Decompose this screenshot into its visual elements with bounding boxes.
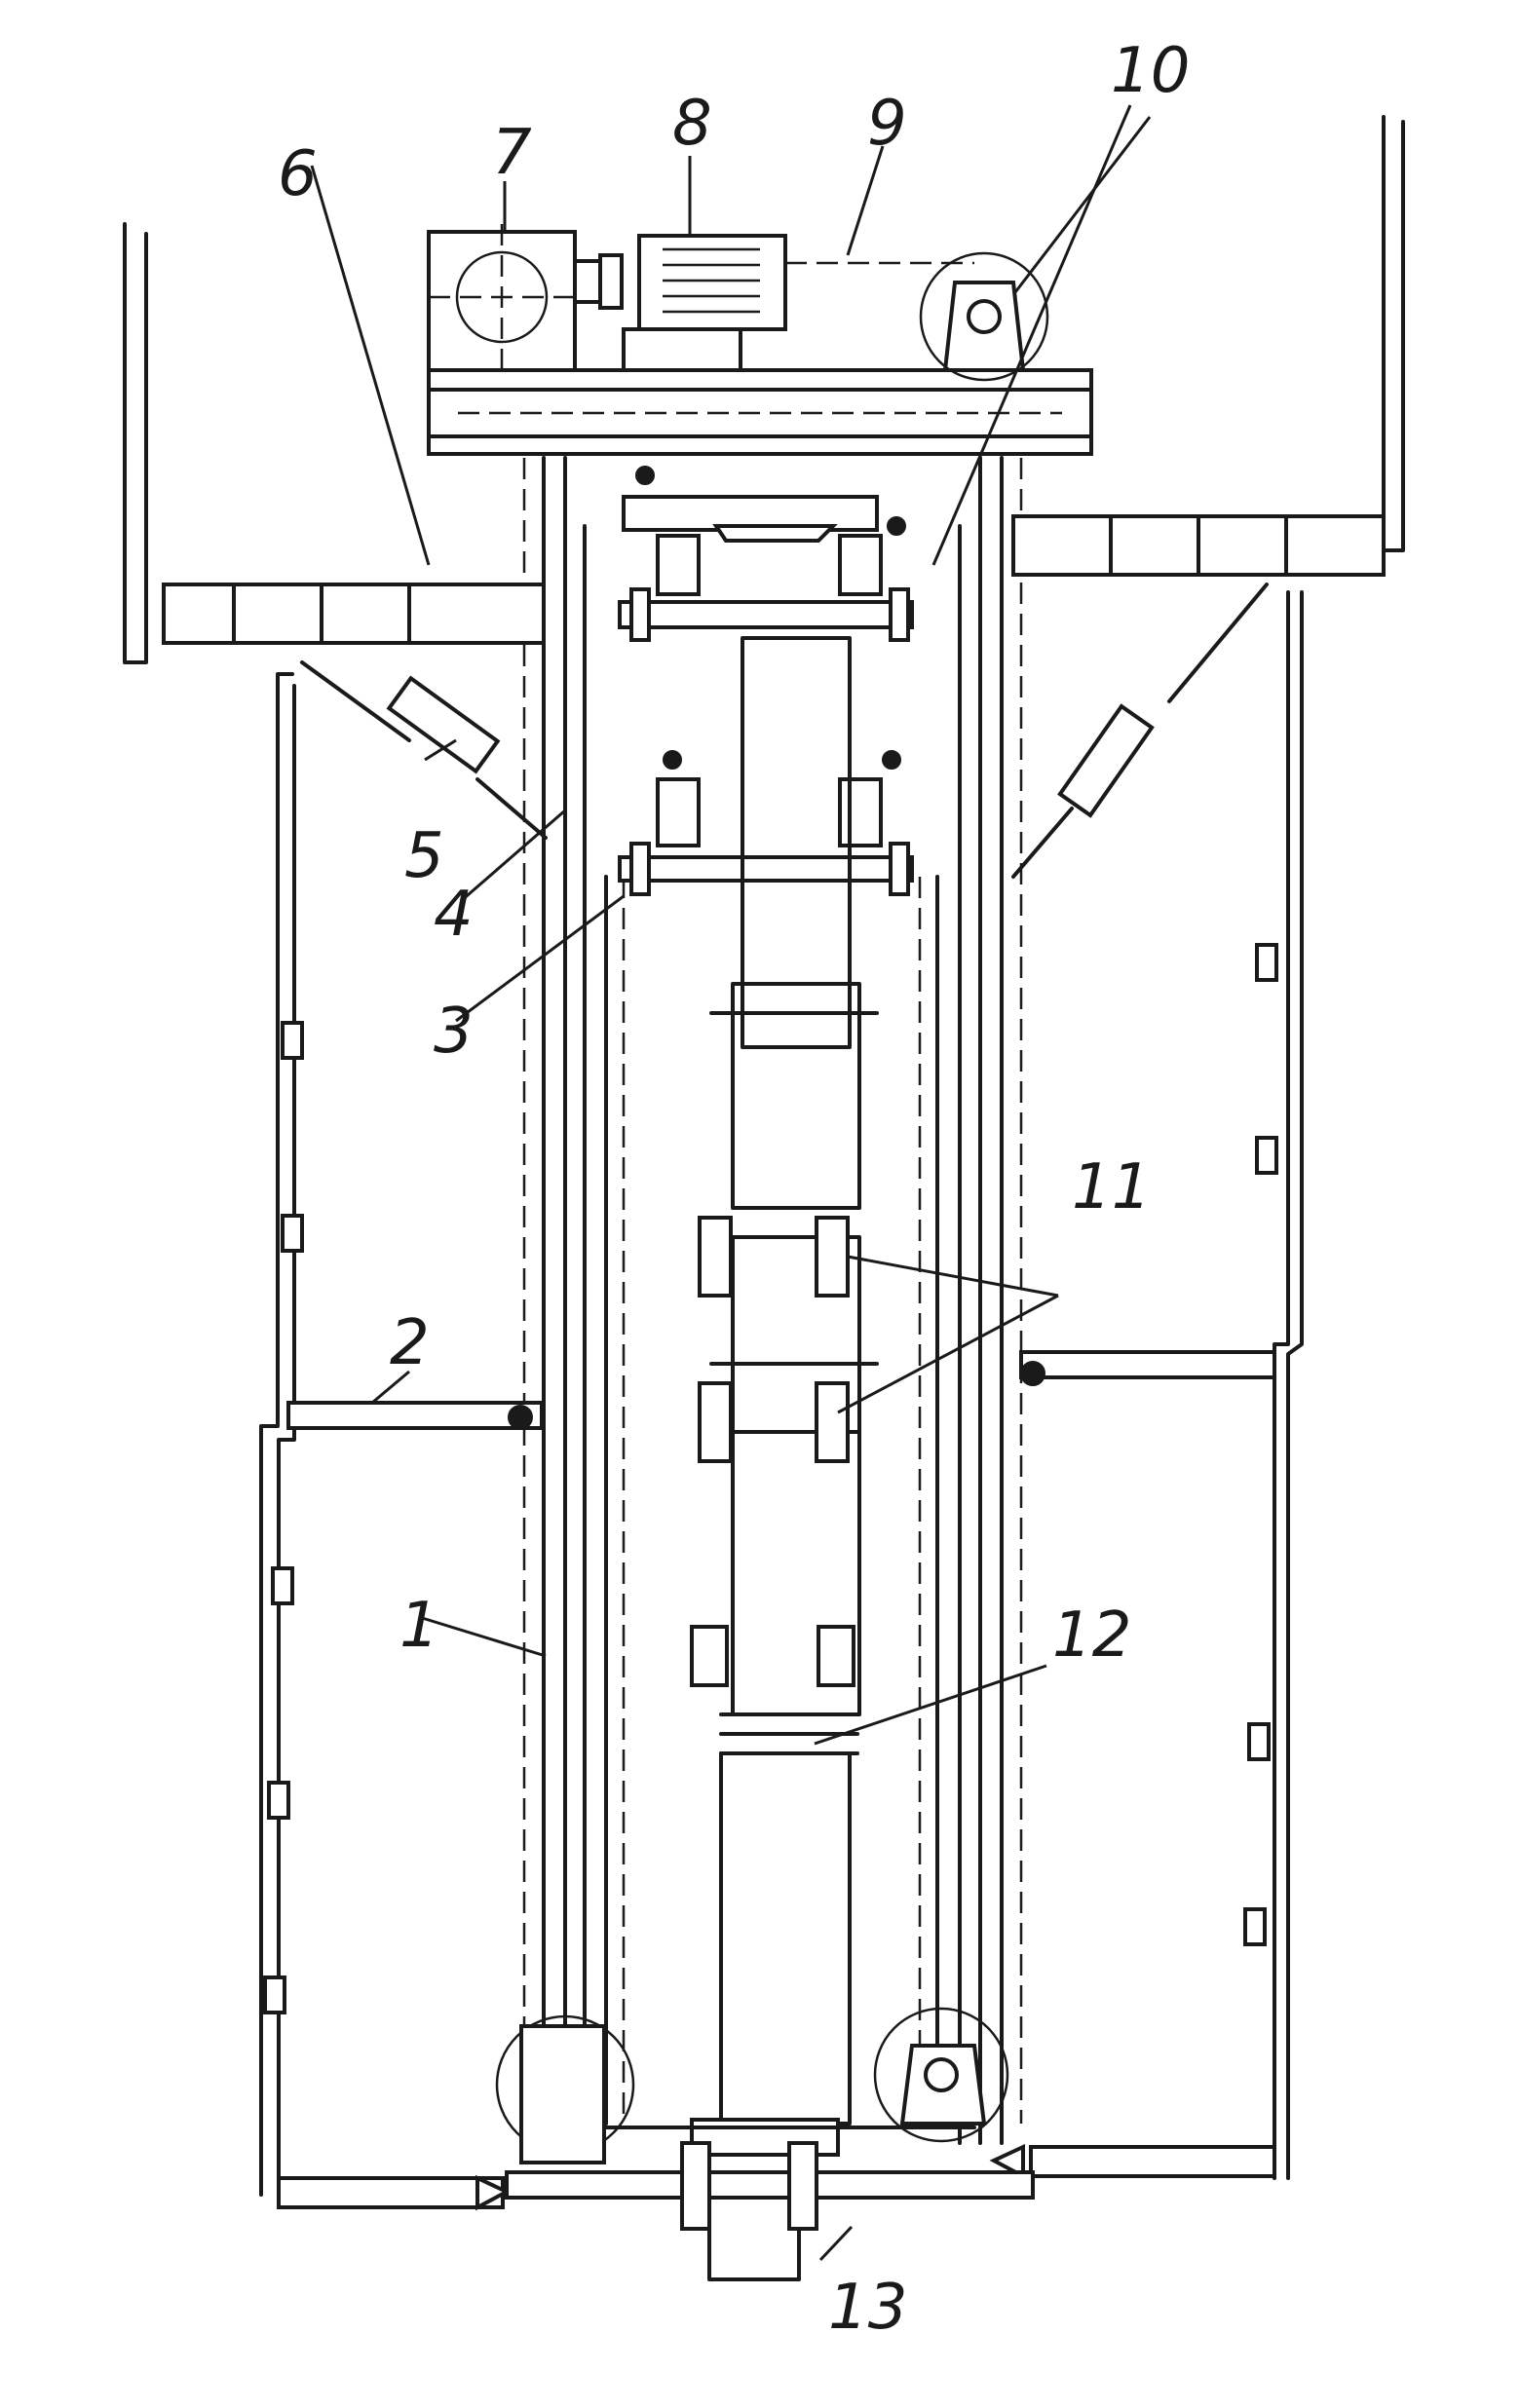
chain-9 <box>785 261 974 372</box>
coupling <box>573 253 624 310</box>
upper-platform-left <box>123 222 546 664</box>
label-9: 9 <box>867 88 907 160</box>
label-1: 1 <box>399 1590 439 1662</box>
bottom-platform-left <box>277 2174 512 2211</box>
middle-platform-right <box>1019 1350 1276 1386</box>
top-sprocket <box>919 251 1049 382</box>
left-side-platform <box>259 672 304 2197</box>
gearbox-7 <box>427 224 585 372</box>
label-2: 2 <box>390 1307 430 1379</box>
label-5: 5 <box>404 820 444 892</box>
hydraulic-cylinder-right <box>1011 583 1269 879</box>
middle-platform-left <box>286 1401 544 1430</box>
top-beam <box>427 368 1093 456</box>
main-column-right <box>918 456 1023 2145</box>
label-4: 4 <box>434 879 474 951</box>
label-8: 8 <box>672 88 712 160</box>
label-10: 10 <box>1111 35 1190 107</box>
right-side-platform <box>1243 590 1304 2180</box>
label-6: 6 <box>278 138 318 210</box>
upper-platform-right <box>1011 115 1405 577</box>
labels: 1 2 3 4 5 6 7 8 9 10 11 12 13 <box>278 35 1190 2344</box>
label-11: 11 <box>1072 1151 1151 1223</box>
main-column-left <box>522 456 626 2145</box>
label-7: 7 <box>492 117 532 189</box>
bottom-platform-right <box>989 2143 1276 2180</box>
electric-motor-8 <box>622 234 787 372</box>
label-13: 13 <box>828 2272 907 2344</box>
bottom-left-sprocket <box>495 2014 635 2164</box>
label-12: 12 <box>1052 1599 1131 1672</box>
pile <box>707 636 879 2281</box>
leader-lines <box>310 104 1152 2262</box>
hydraulic-cylinder-left <box>300 660 548 840</box>
upper-gripper-10 <box>618 466 914 642</box>
bottom-right-sprocket <box>873 2007 1009 2143</box>
bottom-frame <box>505 2118 1035 2231</box>
label-3: 3 <box>434 996 474 1068</box>
lower-gripper <box>618 750 914 896</box>
guide-shoes-11 <box>690 1216 855 1687</box>
